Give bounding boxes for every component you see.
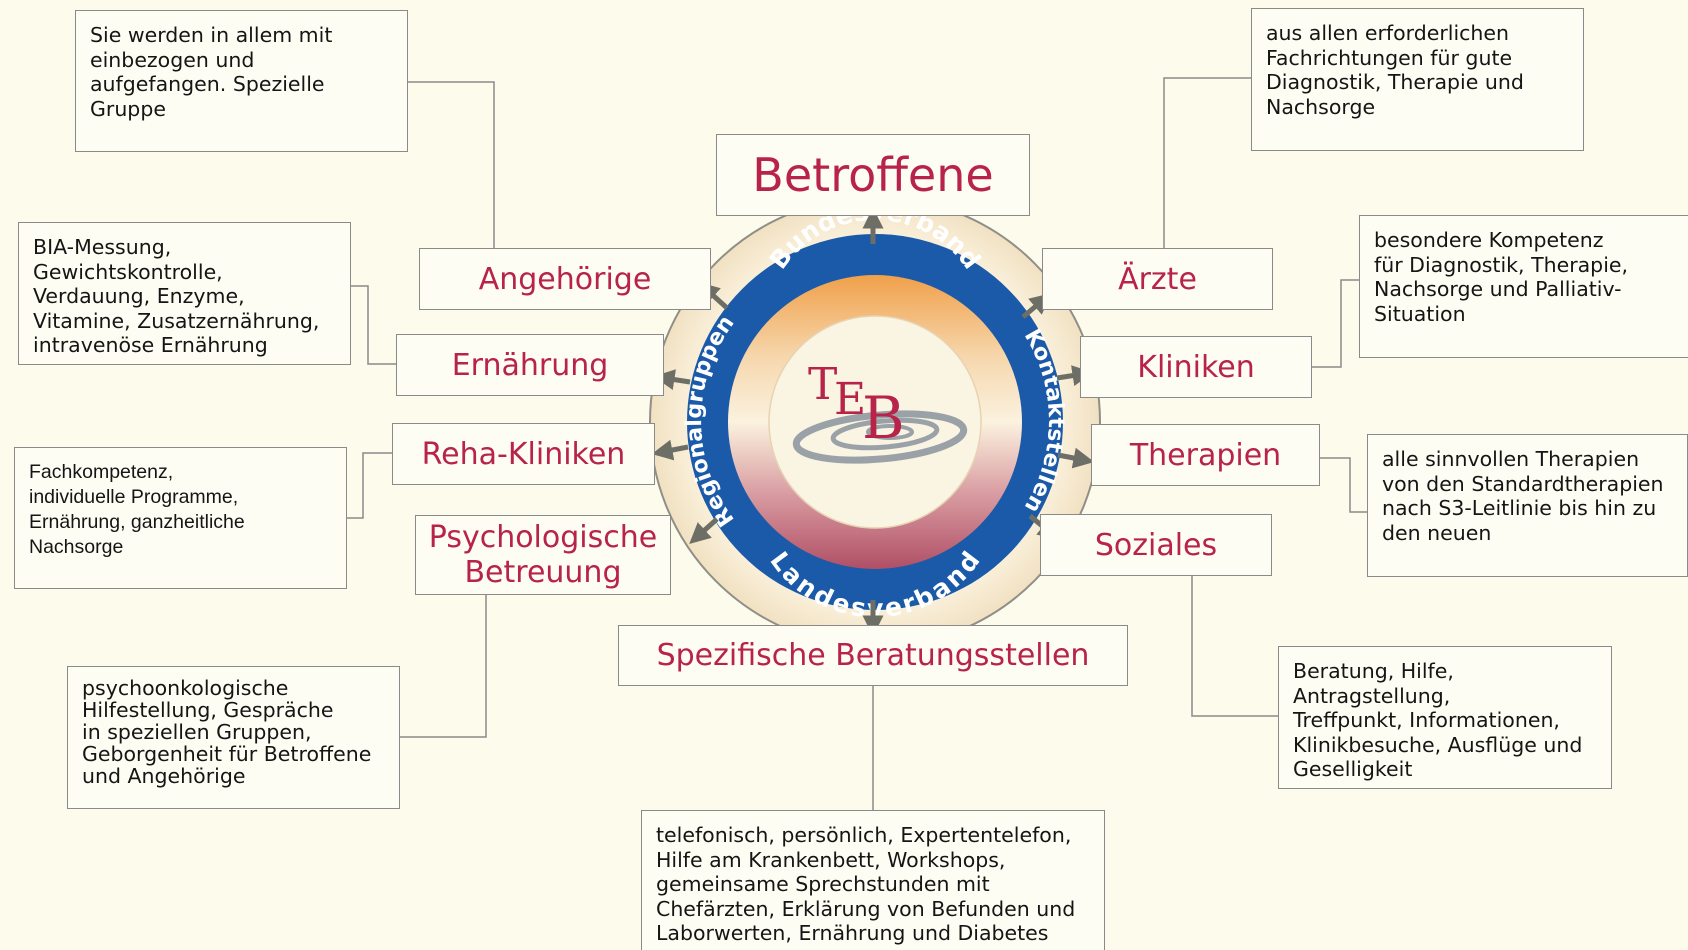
- desc-psycho: psychoonkologische Hilfestellung, Gesprä…: [67, 666, 400, 809]
- logo-letter-e: E: [834, 374, 866, 425]
- label-box-psycho: Psychologische Betreuung: [415, 515, 671, 595]
- desc-ernaehrung: BIA-Messung, Gewichtskontrolle, Verdauun…: [18, 222, 351, 365]
- connector-psycho: [399, 595, 487, 738]
- arrow-left-lower: [651, 439, 689, 461]
- desc-kliniken: besondere Kompetenz für Diagnostik, Ther…: [1359, 215, 1688, 358]
- desc-soziales: Beratung, Hilfe, Antragstellung, Treffpu…: [1278, 646, 1612, 789]
- label-bottom: Spezifische Beratungsstellen: [656, 638, 1090, 673]
- desc-bottom: telefonisch, persönlich, Expertentelefon…: [641, 810, 1105, 950]
- connector-ernaehrung: [350, 285, 396, 365]
- connector-lines: [346, 77, 1367, 810]
- connector-kliniken: [1312, 279, 1359, 368]
- label-box-soziales: Soziales: [1040, 514, 1272, 576]
- arrows: [651, 207, 1095, 637]
- logo-letter-t: T: [808, 359, 837, 410]
- arrow-left-upper: [653, 369, 691, 390]
- label-box-angehoerige: Angehörige: [419, 248, 711, 310]
- desc-angehoerige: Sie werden in allem mit einbezogen und a…: [75, 10, 408, 152]
- connector-reha: [346, 452, 392, 519]
- label-box-bottom: Spezifische Beratungsstellen: [618, 625, 1128, 686]
- connector-angehoerige: [407, 81, 495, 249]
- arrow-right-upper: [1056, 365, 1094, 386]
- label-box-therapien: Therapien: [1091, 424, 1320, 486]
- connector-aerzte: [1163, 77, 1251, 248]
- connector-soziales: [1191, 576, 1278, 717]
- page-title: Betroffene: [752, 147, 994, 202]
- arrow-right-lower: [1057, 447, 1095, 469]
- logo-letter-b: B: [862, 384, 905, 452]
- label-box-aerzte: Ärzte: [1042, 248, 1273, 310]
- label-soziales: Soziales: [1094, 527, 1218, 563]
- desc-aerzte: aus allen erforderlichen Fachrichtungen …: [1251, 8, 1584, 151]
- title-box: Betroffene: [716, 134, 1030, 216]
- label-therapien: Therapien: [1129, 437, 1282, 473]
- label-box-reha: Reha-Kliniken: [392, 423, 655, 485]
- swirl-graphic: [792, 410, 968, 464]
- center-emblem: T E B Bundesverband Landesverband Region…: [649, 196, 1101, 648]
- desc-therapien: alle sinnvollen Therapien von den Standa…: [1367, 434, 1688, 577]
- label-kliniken: Kliniken: [1137, 349, 1255, 385]
- label-box-kliniken: Kliniken: [1080, 336, 1312, 398]
- label-psycho: Psychologische Betreuung: [428, 520, 658, 590]
- desc-reha: Fachkompetenz, individuelle Programme, E…: [14, 447, 347, 589]
- arrow-lower-left: [689, 517, 719, 545]
- label-ernaehrung: Ernährung: [451, 347, 609, 383]
- connector-therapien: [1320, 457, 1367, 513]
- label-box-ernaehrung: Ernährung: [396, 334, 664, 396]
- label-aerzte: Ärzte: [1118, 261, 1197, 297]
- label-reha: Reha-Kliniken: [421, 436, 626, 472]
- arrow-upper-right: [1021, 293, 1052, 319]
- label-angehoerige: Angehörige: [478, 261, 652, 297]
